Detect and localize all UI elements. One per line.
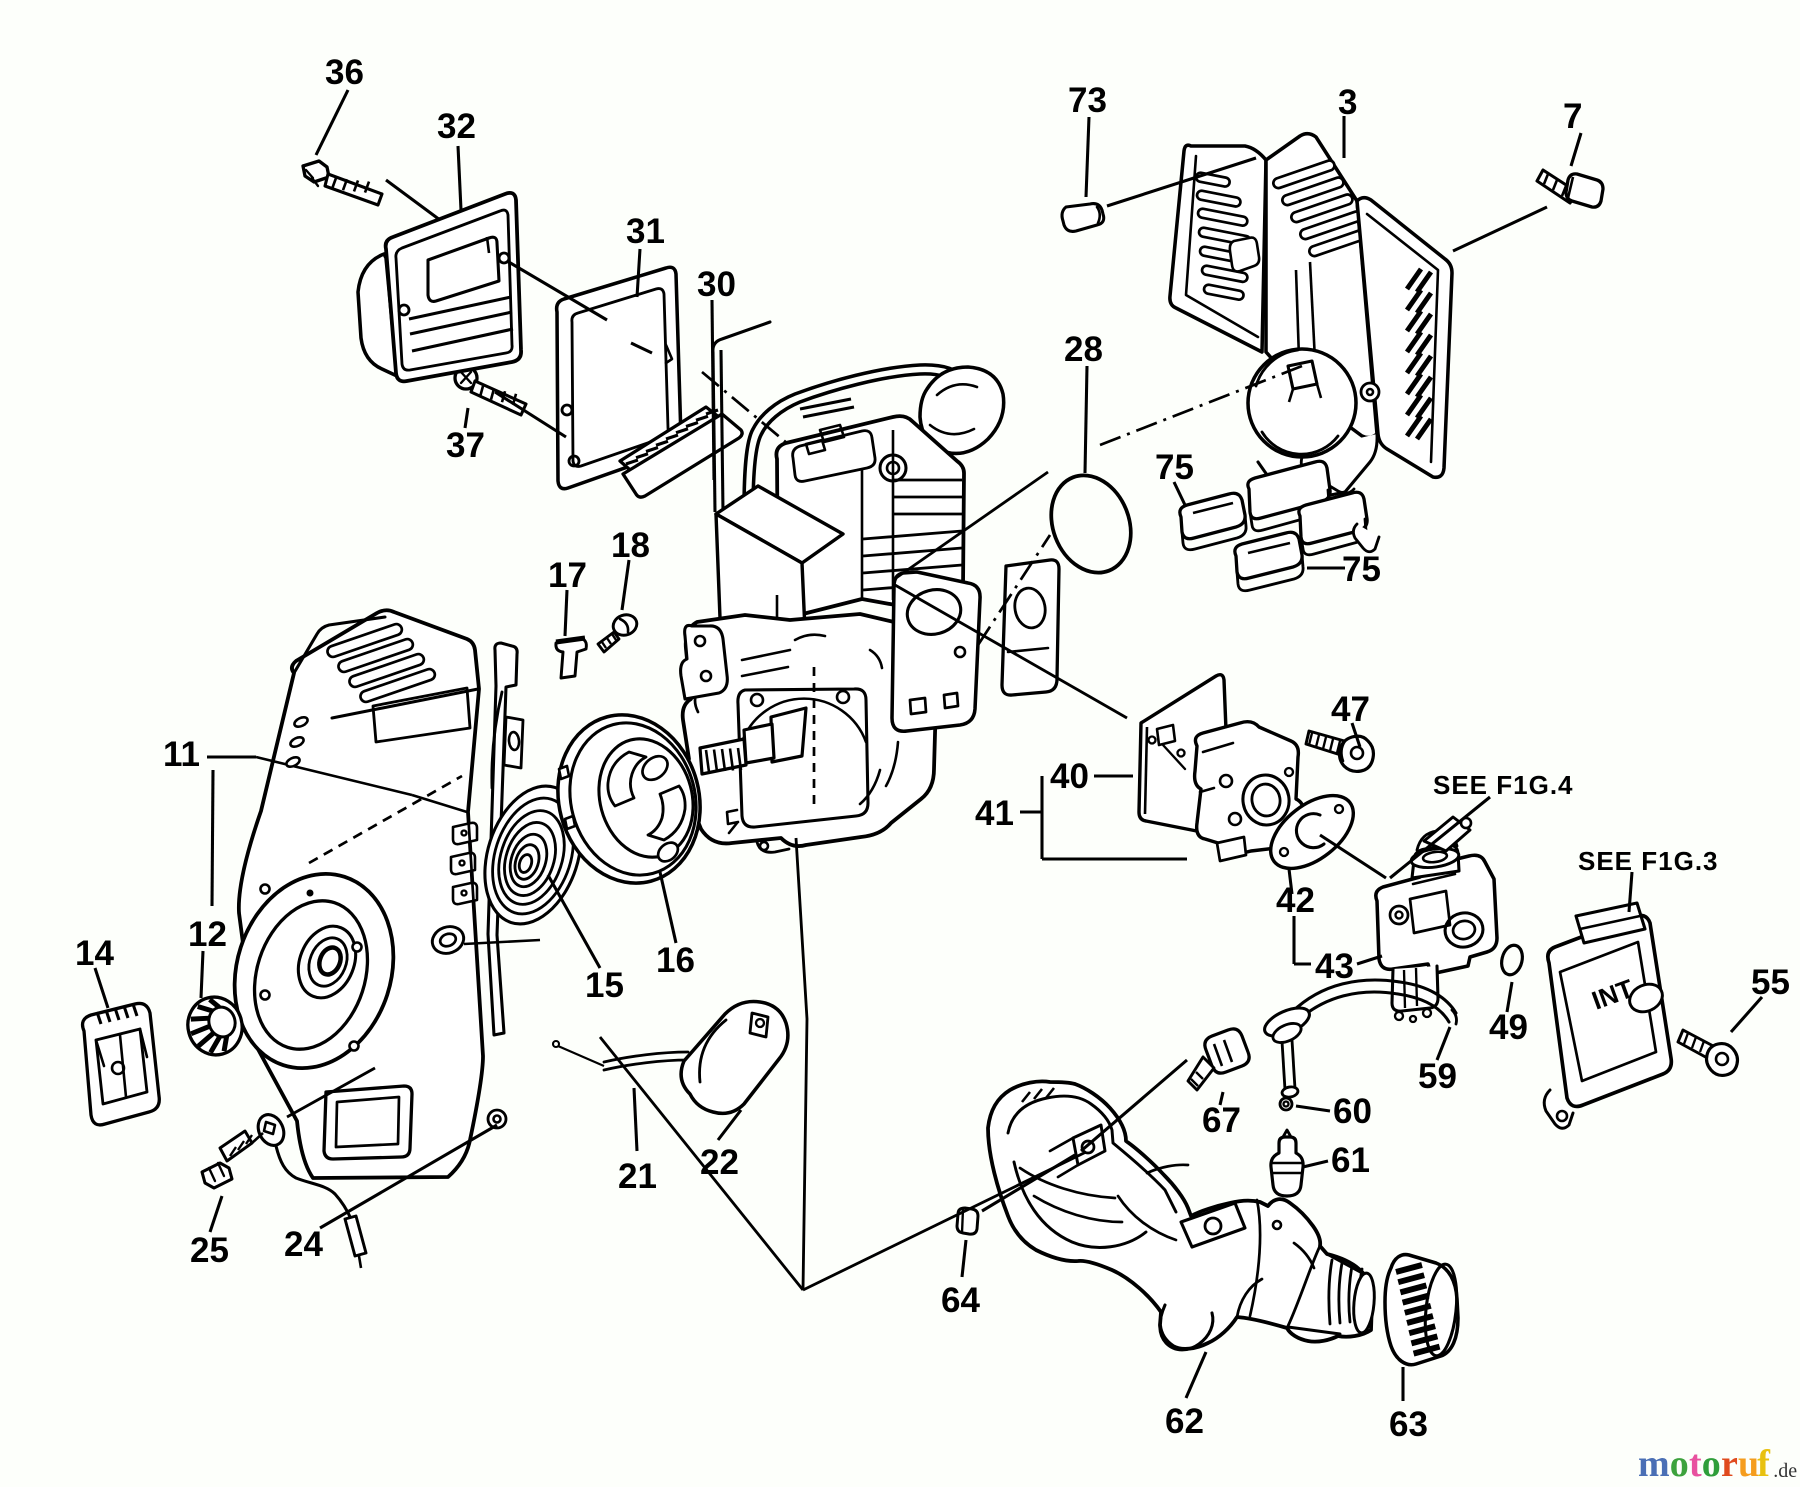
svg-text:49: 49 — [1489, 1008, 1528, 1047]
svg-text:r: r — [1721, 1443, 1738, 1485]
svg-text:40: 40 — [1050, 757, 1089, 796]
svg-text:41: 41 — [975, 794, 1014, 833]
svg-text:f: f — [1757, 1443, 1771, 1485]
svg-text:o: o — [1670, 1443, 1689, 1485]
svg-text:17: 17 — [548, 556, 587, 595]
svg-text:60: 60 — [1333, 1092, 1372, 1131]
svg-text:61: 61 — [1331, 1141, 1370, 1180]
svg-text:73: 73 — [1068, 81, 1107, 120]
svg-text:18: 18 — [611, 526, 650, 565]
svg-text:67: 67 — [1202, 1101, 1241, 1140]
svg-text:32: 32 — [437, 107, 476, 146]
svg-text:SEE F1G.3: SEE F1G.3 — [1578, 846, 1719, 876]
svg-text:47: 47 — [1331, 690, 1370, 729]
svg-text:7: 7 — [1563, 97, 1582, 136]
svg-text:59: 59 — [1418, 1057, 1457, 1096]
svg-text:.de: .de — [1773, 1460, 1797, 1482]
svg-text:62: 62 — [1165, 1402, 1204, 1441]
svg-text:12: 12 — [188, 915, 227, 954]
svg-text:43: 43 — [1315, 947, 1354, 986]
svg-text:31: 31 — [626, 212, 665, 251]
svg-text:u: u — [1738, 1443, 1759, 1485]
svg-text:30: 30 — [697, 265, 736, 304]
svg-text:t: t — [1689, 1443, 1702, 1485]
svg-text:21: 21 — [618, 1157, 657, 1196]
svg-text:55: 55 — [1751, 963, 1790, 1002]
svg-text:m: m — [1638, 1443, 1670, 1485]
svg-text:75: 75 — [1155, 448, 1194, 487]
svg-text:25: 25 — [190, 1231, 229, 1270]
svg-text:22: 22 — [700, 1143, 739, 1182]
svg-text:28: 28 — [1064, 330, 1103, 369]
svg-text:SEE F1G.4: SEE F1G.4 — [1433, 770, 1574, 800]
svg-text:o: o — [1702, 1443, 1721, 1485]
svg-text:14: 14 — [75, 934, 114, 973]
svg-text:16: 16 — [656, 941, 695, 980]
svg-text:42: 42 — [1276, 881, 1315, 920]
svg-text:37: 37 — [446, 426, 485, 465]
svg-text:24: 24 — [284, 1225, 323, 1264]
svg-text:63: 63 — [1389, 1405, 1428, 1444]
svg-text:36: 36 — [325, 53, 364, 92]
svg-text:75: 75 — [1342, 550, 1381, 589]
svg-text:3: 3 — [1338, 83, 1357, 122]
svg-text:64: 64 — [941, 1281, 980, 1320]
svg-text:15: 15 — [585, 966, 624, 1005]
svg-text:11: 11 — [163, 735, 200, 774]
